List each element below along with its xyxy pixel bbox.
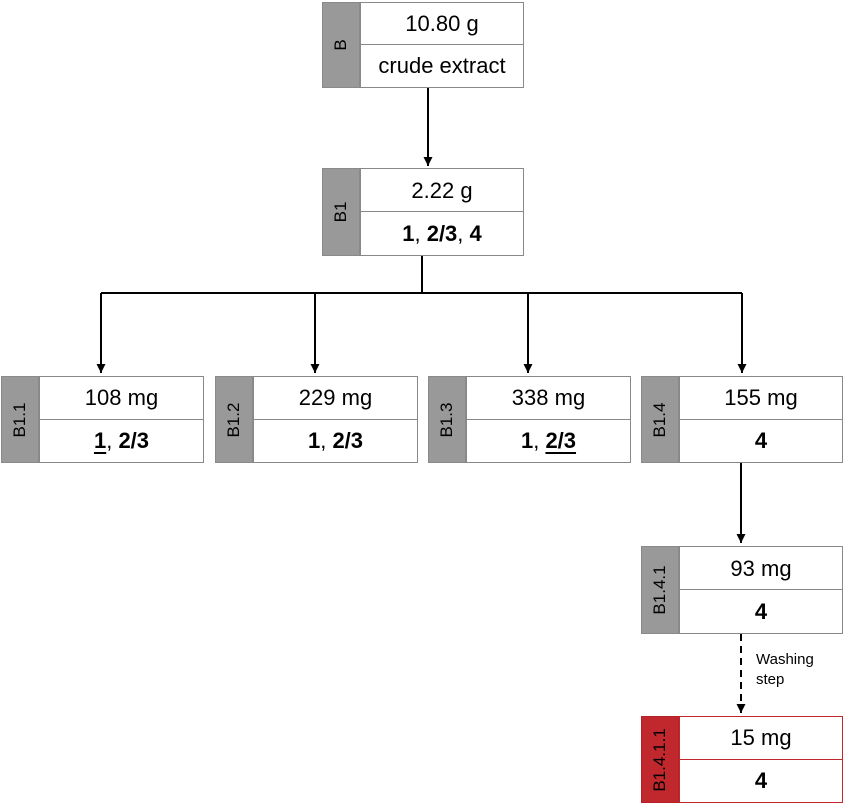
separator: , [320,427,333,453]
compound-2-3: 2/3 [332,427,364,453]
compound-1: 1 [307,427,321,453]
node-b1-3-compounds: 1, 2/3 [467,418,630,463]
separator: , [457,220,470,246]
node-b1-4-id: B1.4 [650,402,669,437]
node-b1-3: B1.3 338 mg 1, 2/3 [428,376,631,463]
node-b1-4-1-compounds: 4 [680,589,842,633]
node-b1-2-compounds: 1, 2/3 [254,418,417,463]
compound-1-underlined: 1 [93,427,107,453]
node-b1-2: B1.2 229 mg 1, 2/3 [215,376,418,463]
node-b1: B1 2.22 g 1, 2/3, 4 [322,168,524,256]
node-b1-4-1-mass: 93 mg [730,555,792,581]
compound-1: 1 [520,427,534,453]
node-b1-2-id: B1.2 [224,402,243,437]
separator: , [414,220,427,246]
node-b1-4-compounds: 4 [680,418,842,463]
node-b1-id: B1 [331,201,350,223]
node-b1-4-1-1-body: 15 mg 4 [679,716,843,803]
washing-step-line2: step [756,671,785,688]
node-b1-3-mass: 338 mg [511,385,586,411]
node-b1-4-1-body: 93 mg 4 [679,546,843,634]
node-b1-4-1-1-compounds: 4 [680,758,842,803]
node-b1-3-tab: B1.3 [428,376,466,463]
node-b: B 10.80 g crude extract [322,2,524,88]
washing-step-line1: Washing [756,651,814,668]
node-b1-4-mass: 155 mg [724,385,798,411]
node-b1-4-1-1-mass: 15 mg [730,725,792,751]
node-b1-1-tab: B1.1 [1,376,39,463]
node-b1-4-1-id: B1.4.1 [650,565,669,615]
node-b1-4-body: 155 mg 4 [679,376,843,463]
node-b-tab: B [322,2,360,88]
node-b1-1-body: 108 mg 1, 2/3 [39,376,204,463]
compound-2-3: 2/3 [118,427,150,453]
node-b1-2-mass: 229 mg [298,385,373,411]
compound-1: 1 [402,220,415,246]
node-b-body: 10.80 g crude extract [360,2,524,88]
node-b1-4-1-1: B1.4.1.1 15 mg 4 [641,716,843,803]
compound-2-3-underlined: 2/3 [545,427,577,453]
separator: , [106,427,119,453]
node-b1-3-body: 338 mg 1, 2/3 [466,376,631,463]
compound-4: 4 [754,598,768,624]
node-b1-1: B1.1 108 mg 1, 2/3 [1,376,204,463]
node-b1-4-1: B1.4.1 93 mg 4 [641,546,843,634]
node-b1-1-mass: 108 mg [84,385,159,411]
compound-4: 4 [754,427,768,453]
washing-step-label: Washing step [756,650,814,690]
node-b1-4: B1.4 155 mg 4 [641,376,843,463]
node-b1-3-id: B1.3 [437,402,456,437]
node-b1-body: 2.22 g 1, 2/3, 4 [360,168,524,256]
node-b1-mass: 2.22 g [411,177,473,203]
separator: , [533,427,546,453]
node-b-content: crude extract [361,44,523,87]
node-b1-tab: B1 [322,168,360,256]
node-b1-4-tab: B1.4 [641,376,679,463]
node-b1-1-compounds: 1, 2/3 [40,418,203,463]
compound-4: 4 [754,767,768,793]
node-b1-1-id: B1.1 [10,402,29,437]
node-b1-compounds: 1, 2/3, 4 [361,211,523,255]
compound-2-3: 2/3 [426,220,458,246]
node-b1-4-1-tab: B1.4.1 [641,546,679,634]
node-b1-4-1-1-id: B1.4.1.1 [650,727,669,792]
compound-4: 4 [469,220,482,246]
node-b-mass: 10.80 g [405,11,479,36]
node-b1-2-tab: B1.2 [215,376,253,463]
node-b1-2-body: 229 mg 1, 2/3 [253,376,418,463]
node-b1-4-1-1-tab: B1.4.1.1 [641,716,679,803]
node-b-id: B [331,39,350,51]
